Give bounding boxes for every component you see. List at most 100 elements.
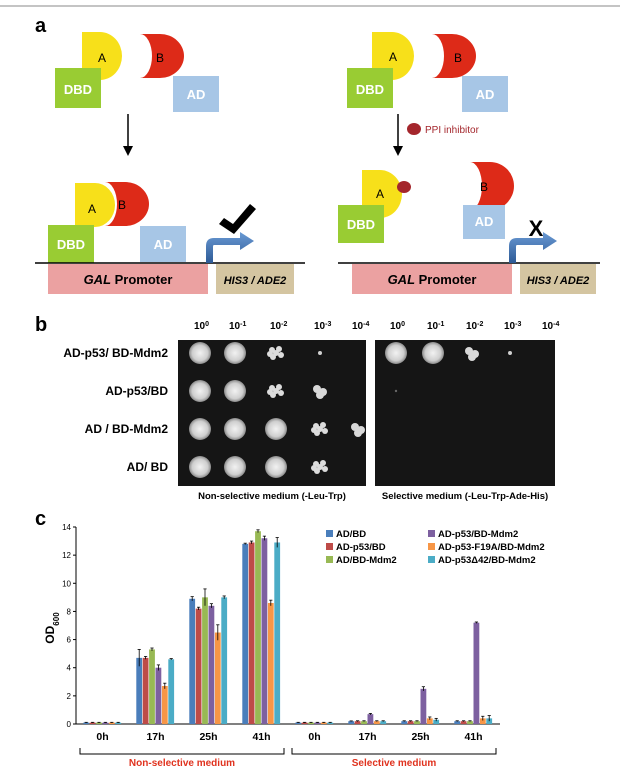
bar [314, 722, 321, 724]
dilution-label: 100 [390, 321, 405, 333]
legend-swatch [428, 530, 435, 537]
bar [426, 718, 433, 724]
protein-b-free-shape [470, 162, 514, 210]
group-label: Selective medium [352, 758, 437, 769]
dbd-inhibited-box [338, 205, 384, 243]
colony-spot [422, 342, 444, 364]
bar [168, 659, 175, 724]
x-tick-label: 41h [464, 731, 482, 743]
strain-label: AD/ BD [127, 460, 169, 474]
dilution-label: 10-1 [427, 321, 444, 333]
colony-spot [322, 466, 328, 472]
strain-label: AD-p53/BD [105, 384, 168, 398]
dbd-box-r [347, 68, 393, 108]
bar [473, 622, 480, 724]
colony-spot [189, 418, 211, 440]
colony-spot [278, 390, 284, 396]
dilution-label: 10-4 [352, 321, 369, 333]
y-tick-label: 2 [67, 692, 72, 701]
reporter-box [216, 264, 294, 294]
plate-caption-left: Non-selective medium (-Leu-Trp) [198, 491, 346, 502]
ad-label-r: AD [476, 87, 495, 102]
legend-label: AD-p53-F19A/BD-Mdm2 [438, 542, 545, 553]
panel-a-right: DBD A B AD PPI inhibitor A DBD B AD GAL … [338, 32, 600, 294]
bar [407, 721, 414, 724]
colony-spot [189, 380, 211, 402]
group-bracket [291, 748, 497, 755]
x-tick-label: 25h [199, 731, 217, 743]
protein-a-inhibited-label: A [376, 187, 384, 201]
y-tick-label: 10 [62, 579, 71, 588]
colony-spot [322, 428, 328, 434]
bar [149, 649, 155, 724]
protein-b-shape [140, 34, 184, 78]
x-tick-label: 0h [308, 731, 320, 743]
bar [274, 542, 281, 724]
gal-promoter-label: GAL Promoter [84, 272, 173, 287]
y-axis-label: OD600 [43, 612, 61, 644]
colony-spot [465, 347, 473, 355]
colony-spot [189, 342, 211, 364]
panel-label-a: a [35, 15, 47, 37]
panel-a-left: DBD A B AD A B DBD AD GAL Promoter HIS3 … [35, 32, 305, 294]
panel-label-b: b [35, 314, 47, 336]
legend-swatch [428, 543, 435, 550]
legend-label: AD-p53/BD [336, 542, 386, 553]
bar [308, 722, 314, 724]
bar [361, 721, 367, 724]
reporter-label-r: HIS3 / ADE2 [527, 275, 590, 287]
protein-a-label-r: A [389, 50, 397, 64]
gal-promoter-label-r: GAL Promoter [388, 272, 477, 287]
bar [420, 688, 427, 724]
x-mark-icon: X [529, 216, 544, 241]
bar [102, 722, 109, 724]
bar [261, 538, 268, 724]
ppi-inhibitor-icon [407, 123, 421, 135]
bar [195, 608, 202, 724]
dbd-label-r: DBD [356, 82, 384, 97]
y-tick-label: 6 [67, 636, 72, 645]
bar [348, 721, 355, 724]
y-tick-label: 8 [67, 607, 72, 616]
colony-spot [318, 351, 322, 355]
bar [467, 721, 473, 724]
bar [161, 686, 168, 724]
bar [189, 598, 196, 724]
colony-spot [468, 353, 476, 361]
ad-label: AD [187, 87, 206, 102]
dilution-label: 10-2 [270, 321, 287, 333]
bar [454, 721, 461, 724]
y-tick-label: 12 [62, 551, 71, 560]
colony-spot [273, 388, 279, 394]
bar [373, 721, 380, 724]
colony-spot [224, 456, 246, 478]
legend-label: AD/BD-Mdm2 [336, 555, 397, 566]
bar [401, 721, 408, 724]
legend-label: AD-p53/BD-Mdm2 [438, 529, 518, 540]
ad-box-r [462, 76, 508, 112]
bar [367, 714, 374, 724]
reporter-box-r [520, 264, 596, 294]
colony-spot [317, 464, 323, 470]
plate-caption-right: Selective medium (-Leu-Trp-Ade-His) [382, 491, 548, 502]
y-tick-label: 4 [67, 664, 72, 673]
panel-b: Non-selective medium (-Leu-Trp) 100 10-1 10… [63, 321, 559, 503]
ad-bound-box [140, 226, 186, 262]
colony-spot [224, 380, 246, 402]
strain-label: AD-p53/ BD-Mdm2 [63, 346, 168, 360]
dbd-inhibited-label: DBD [347, 217, 375, 232]
transcription-arrow [206, 232, 254, 263]
colony-spot [265, 456, 287, 478]
bar [108, 722, 115, 724]
transcription-arrow-r [509, 232, 557, 263]
colony-spot [317, 426, 323, 432]
bar [354, 721, 361, 724]
colony-spot [354, 429, 362, 437]
panel-label-c: c [35, 508, 46, 530]
ad-free-box [463, 205, 505, 239]
reporter-label: HIS3 / ADE2 [224, 275, 287, 287]
group-label: Non-selective medium [129, 758, 235, 769]
colony-spot [273, 350, 279, 356]
